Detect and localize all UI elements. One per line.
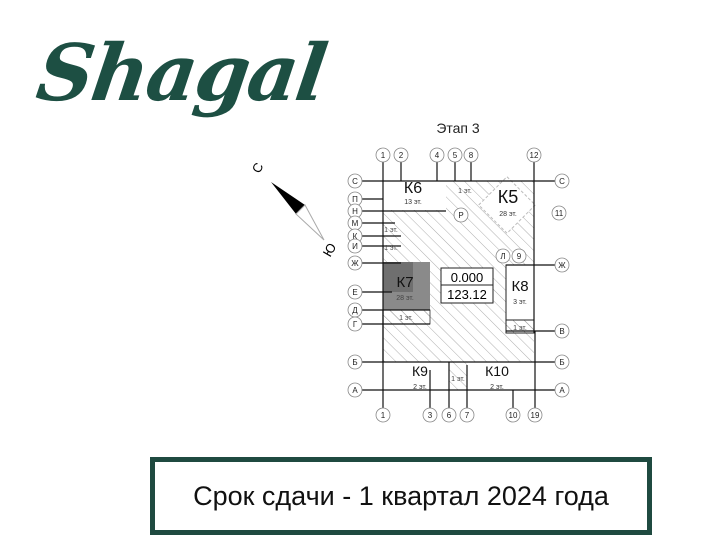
axis-left: А — [347, 382, 363, 398]
building-name: К6 — [404, 180, 422, 197]
axis-left: Ж — [347, 255, 363, 271]
axis-top: 1 — [375, 147, 391, 163]
axis-bottom: 19 — [527, 407, 543, 423]
completion-date-banner: Срок сдачи - 1 квартал 2024 года — [150, 457, 652, 535]
axis-label: А — [559, 386, 565, 395]
axis-left: Б — [347, 354, 363, 370]
axis-label: 1 — [381, 151, 386, 160]
axis-left: Н — [347, 203, 363, 219]
building-floors: 3 эт. — [513, 299, 527, 306]
building-name: К10 — [485, 363, 509, 379]
axis-label: С — [352, 177, 358, 186]
axis-bottom: 6 — [441, 407, 457, 423]
axis-left: С — [347, 173, 363, 189]
axis-label: 12 — [530, 151, 539, 160]
building-floors: 13 эт. — [404, 199, 422, 206]
axis-top: 2 — [393, 147, 409, 163]
building-k5 — [478, 176, 536, 234]
building-name: К9 — [412, 363, 428, 379]
podium-label: 1 эт. — [451, 376, 465, 383]
axis-label: В — [559, 327, 564, 336]
building-floors: 2 эт. — [490, 384, 504, 391]
elevation-absolute: 123.12 — [447, 287, 487, 302]
axis-label: 9 — [517, 252, 522, 261]
axis-label: К — [353, 232, 358, 241]
axis-label: И — [352, 242, 358, 251]
axis-label: Б — [352, 358, 357, 367]
axis-inner: 9 — [511, 248, 527, 264]
axis-right: 11 — [551, 205, 567, 221]
axis-label: Ж — [558, 261, 566, 270]
axis-label: Е — [352, 288, 357, 297]
axis-label: 2 — [399, 151, 404, 160]
axis-label: Н — [352, 207, 358, 216]
elevation-box: 0.000 123.12 — [440, 267, 494, 304]
compass: С Ю — [249, 160, 340, 259]
axis-right: В — [554, 323, 570, 339]
axis-label: 8 — [469, 151, 474, 160]
axis-bottom: 7 — [459, 407, 475, 423]
podium-label: 1 эт. — [384, 227, 398, 234]
podium-label: 1 эт. — [399, 315, 413, 322]
axis-label: Б — [559, 358, 564, 367]
podium-label: 1 эт. — [384, 245, 398, 252]
axis-left: Г — [347, 316, 363, 332]
building-name: К5 — [498, 187, 519, 207]
axis-right: А — [554, 382, 570, 398]
axis-inner: Л — [495, 248, 511, 264]
axis-left: Д — [347, 302, 363, 318]
axis-label: Ж — [351, 259, 359, 268]
building-name: К8 — [511, 278, 528, 295]
axis-bottom: 1 — [375, 407, 391, 423]
axis-label: П — [352, 195, 358, 204]
axis-label: 7 — [465, 411, 470, 420]
building-floors: 28 эт. — [499, 211, 517, 218]
plan-title: Этап 3 — [436, 120, 480, 136]
building-floors: 2 эт. — [413, 384, 427, 391]
axis-top: 4 — [429, 147, 445, 163]
compass-south-arrow — [295, 204, 325, 241]
podium-label: 1 эт. — [458, 188, 472, 195]
axis-label: С — [559, 177, 565, 186]
podium-label: 1 эт. — [513, 325, 527, 332]
axis-label: М — [352, 219, 359, 228]
axis-label: 1 — [381, 411, 386, 420]
completion-date-text: Срок сдачи - 1 квартал 2024 года — [193, 480, 609, 511]
axis-bottom: 10 — [505, 407, 521, 423]
axis-label: 11 — [555, 209, 564, 218]
building-floors: 28 эт. — [396, 295, 414, 302]
elevation-zero: 0.000 — [451, 270, 484, 285]
axis-top: 5 — [447, 147, 463, 163]
compass-north-label: С — [249, 160, 267, 176]
axis-right: С — [554, 173, 570, 189]
axis-left: М — [347, 215, 363, 231]
building-name: К7 — [396, 274, 413, 291]
axis-top: 8 — [463, 147, 479, 163]
axis-left: Е — [347, 284, 363, 300]
axis-bottom: 3 — [422, 407, 438, 423]
axis-label: А — [352, 386, 358, 395]
axis-label: 3 — [428, 411, 433, 420]
compass-north-arrow — [271, 182, 305, 214]
axis-right: Ж — [554, 257, 570, 273]
axis-label: Д — [352, 306, 358, 315]
axis-label: 10 — [509, 411, 518, 420]
axis-label: 4 — [435, 151, 440, 160]
axis-inner: Р — [453, 207, 469, 223]
building-k6 — [383, 181, 446, 210]
axis-top: 12 — [526, 147, 542, 163]
axis-label: Л — [500, 252, 505, 261]
axis-label: 19 — [531, 411, 540, 420]
axis-right: Б — [554, 354, 570, 370]
axis-label: 6 — [447, 411, 452, 420]
axis-label: Р — [458, 211, 463, 220]
axis-label: Г — [353, 320, 358, 329]
axis-left: И — [347, 238, 363, 254]
axis-label: 5 — [453, 151, 458, 160]
compass-south-label: Ю — [320, 240, 340, 259]
